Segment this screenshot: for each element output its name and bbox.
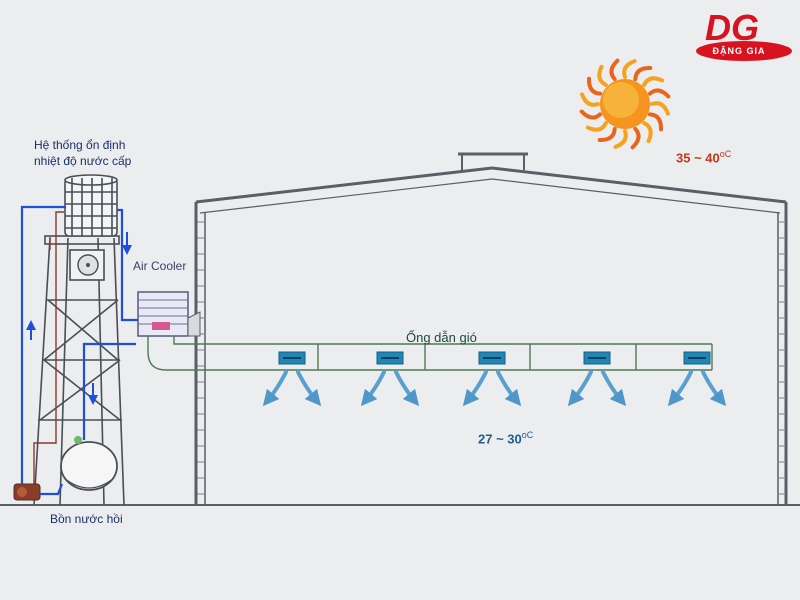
stabilizer-label-line1: Hệ thống ổn định (34, 138, 126, 152)
pump-icon (13, 483, 41, 501)
airflow-arrow-icon (394, 370, 420, 407)
airflow-arrow-icon (462, 370, 488, 407)
sun-ray (650, 101, 670, 116)
air-cooler-unit (137, 291, 201, 337)
sun-ray (597, 64, 608, 87)
airflow-arrow-icon (701, 370, 727, 407)
water-pipes (20, 205, 138, 496)
stabilizer-label-line2: nhiệt độ nước cấp (34, 154, 132, 168)
sun-ray (587, 76, 603, 96)
sun-ray (579, 109, 603, 120)
logo-mark: DG (705, 7, 759, 48)
sun-icon (579, 58, 671, 150)
wall-studs (197, 221, 786, 495)
fan-icon (69, 249, 105, 281)
degree-unit: oC (719, 149, 732, 159)
duct-label: Ống dẫn gió (406, 330, 477, 345)
sun-ray (613, 129, 628, 149)
outside-temp-value: 35 ~ 40 (676, 150, 720, 166)
airflow-arrow-icon (360, 370, 386, 407)
sun-ray (585, 121, 608, 132)
sun-ray (597, 126, 617, 142)
sun-ray (630, 126, 641, 150)
air-duct (147, 336, 713, 371)
airflow-arrow-icon (296, 370, 322, 407)
sun-ray (647, 112, 663, 132)
sun-ray (633, 66, 653, 82)
airflow-arrow-icon (567, 370, 593, 407)
logo-name: ĐẶNG GIA (712, 46, 766, 56)
stabilizer-system-label: Hệ thống ổn định nhiệt độ nước cấp (34, 137, 131, 169)
sun-ray (580, 92, 600, 107)
warehouse-building (194, 152, 788, 505)
sun-ray (609, 58, 620, 82)
sun-ray (622, 59, 637, 79)
logo-icon: DG ĐẶNG GIA (684, 4, 794, 68)
airflow-arrow-icon (601, 370, 627, 407)
sun-ray (642, 121, 653, 144)
sun-ray (642, 76, 665, 87)
return-tank-label: Bồn nước hồi (50, 512, 123, 526)
air-cooler-label: Air Cooler (133, 259, 187, 273)
sun-ray (647, 88, 671, 99)
airflow-arrow-icon (667, 370, 693, 407)
air-outlets (262, 351, 727, 407)
outside-temperature: 35 ~ 40oC (676, 149, 731, 165)
degree-unit: oC (521, 430, 534, 440)
airflow-arrow-icon (496, 370, 522, 407)
inside-temp-value: 27 ~ 30 (478, 431, 522, 447)
airflow-arrow-icon (262, 370, 288, 407)
inside-temperature: 27 ~ 30oC (478, 430, 533, 446)
return-water-tank (60, 436, 118, 491)
